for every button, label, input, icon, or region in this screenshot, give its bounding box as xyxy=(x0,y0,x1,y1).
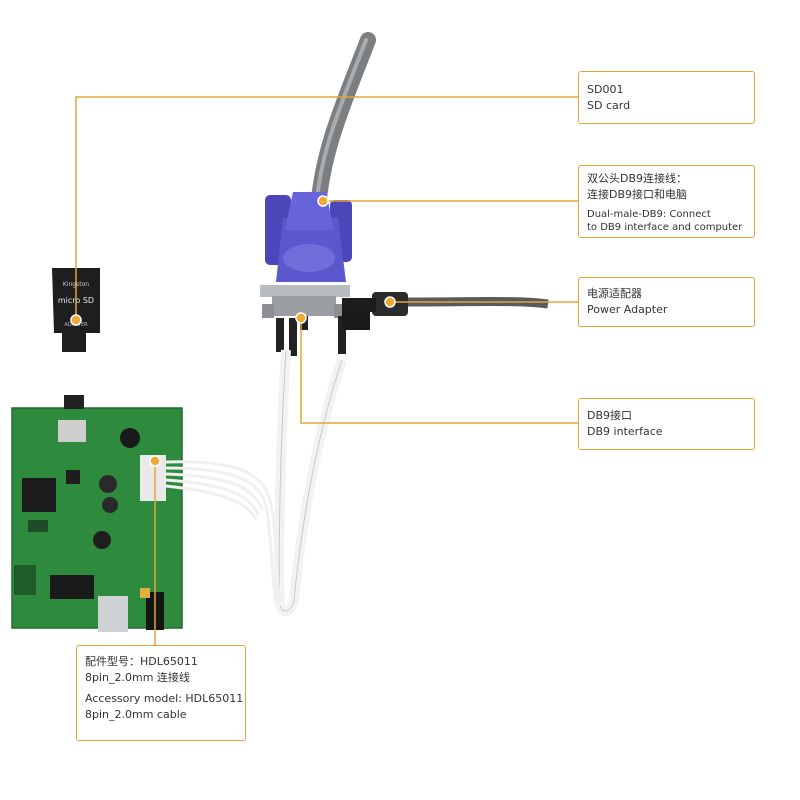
power-adapter-cn: 电源适配器 xyxy=(587,287,642,300)
callout-power-adapter: 电源适配器 Power Adapter xyxy=(578,277,755,327)
db9-male-connector xyxy=(260,192,352,318)
callout-accessory-cable: 配件型号：HDL65011 8pin_2.0mm 连接线 Accessory m… xyxy=(76,645,246,741)
db9-interface-wires xyxy=(276,316,346,356)
accessory-cn-model: 配件型号：HDL65011 xyxy=(85,655,198,668)
accessory-cn-cable: 8pin_2.0mm 连接线 xyxy=(85,671,190,684)
leader-dots xyxy=(70,195,396,467)
db9-cable-en-title: Dual-male-DB9: Connect xyxy=(587,209,711,220)
pcb-board xyxy=(11,395,183,632)
callout-db9-cable: 双公头DB9连接线： 连接DB9接口和电脑 Dual-male-DB9: Con… xyxy=(578,165,755,238)
sd-card-model: SD001 xyxy=(587,83,624,96)
callout-db9-interface: DB9接口 DB9 interface xyxy=(578,398,755,450)
sd-card-label: SD card xyxy=(587,99,631,112)
db9-cable-body xyxy=(310,32,376,218)
db9-cable-cn-title: 双公头DB9连接线： xyxy=(587,172,688,185)
accessory-en-model: Accessory model: HDL65011 xyxy=(85,692,244,705)
eight-pin-cable xyxy=(165,460,282,607)
db9-interface-cn: DB9接口 xyxy=(587,409,633,422)
leader-lines xyxy=(75,96,578,645)
accessory-en-cable: 8pin_2.0mm cable xyxy=(85,708,187,721)
power-adapter-en: Power Adapter xyxy=(587,303,668,316)
power-adapter-plug xyxy=(342,292,549,330)
callout-sd-card: SD001 SD card xyxy=(578,71,755,124)
db9-cable-en-desc: to DB9 interface and computer xyxy=(587,222,743,233)
db9-cable-highlight xyxy=(314,38,368,212)
db9-interface-en: DB9 interface xyxy=(587,425,663,438)
db9-cable-cn-desc: 连接DB9接口和电脑 xyxy=(587,188,688,201)
